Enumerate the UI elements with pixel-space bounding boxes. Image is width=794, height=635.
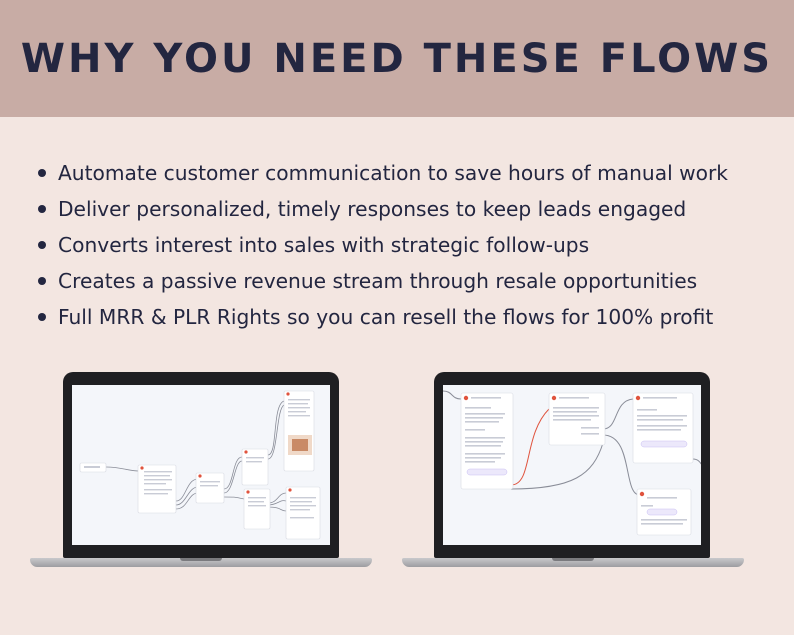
benefit-text: Converts interest into sales with strate… (58, 233, 590, 257)
benefits-list: Automate customer communication to save … (38, 155, 728, 335)
laptop-notch (552, 558, 594, 561)
bullet-icon (38, 169, 46, 177)
laptop-screen-flow-detail (443, 385, 701, 545)
bullet-icon (38, 205, 46, 213)
header-banner: WHY YOU NEED THESE FLOWS (0, 0, 794, 117)
list-item: Deliver personalized, timely responses t… (38, 191, 728, 227)
laptop-left (30, 372, 372, 572)
benefit-text: Creates a passive revenue stream through… (58, 269, 698, 293)
benefit-text: Deliver personalized, timely responses t… (58, 197, 687, 221)
benefit-text: Full MRR & PLR Rights so you can resell … (58, 305, 714, 329)
flow-diagram-detail (443, 390, 701, 536)
laptop-screen-flow-overview (72, 385, 330, 545)
laptop-base (30, 558, 372, 567)
bullet-icon (38, 277, 46, 285)
list-item: Automate customer communication to save … (38, 155, 728, 191)
laptop-notch (180, 558, 222, 561)
page-title: WHY YOU NEED THESE FLOWS (20, 35, 774, 82)
list-item: Creates a passive revenue stream through… (38, 263, 728, 299)
bullet-icon (38, 313, 46, 321)
laptop-base (402, 558, 744, 567)
flow-diagram-overview (79, 390, 321, 540)
list-item: Converts interest into sales with strate… (38, 227, 728, 263)
bullet-icon (38, 241, 46, 249)
list-item: Full MRR & PLR Rights so you can resell … (38, 299, 728, 335)
benefit-text: Automate customer communication to save … (58, 161, 728, 185)
laptop-right (402, 372, 744, 572)
